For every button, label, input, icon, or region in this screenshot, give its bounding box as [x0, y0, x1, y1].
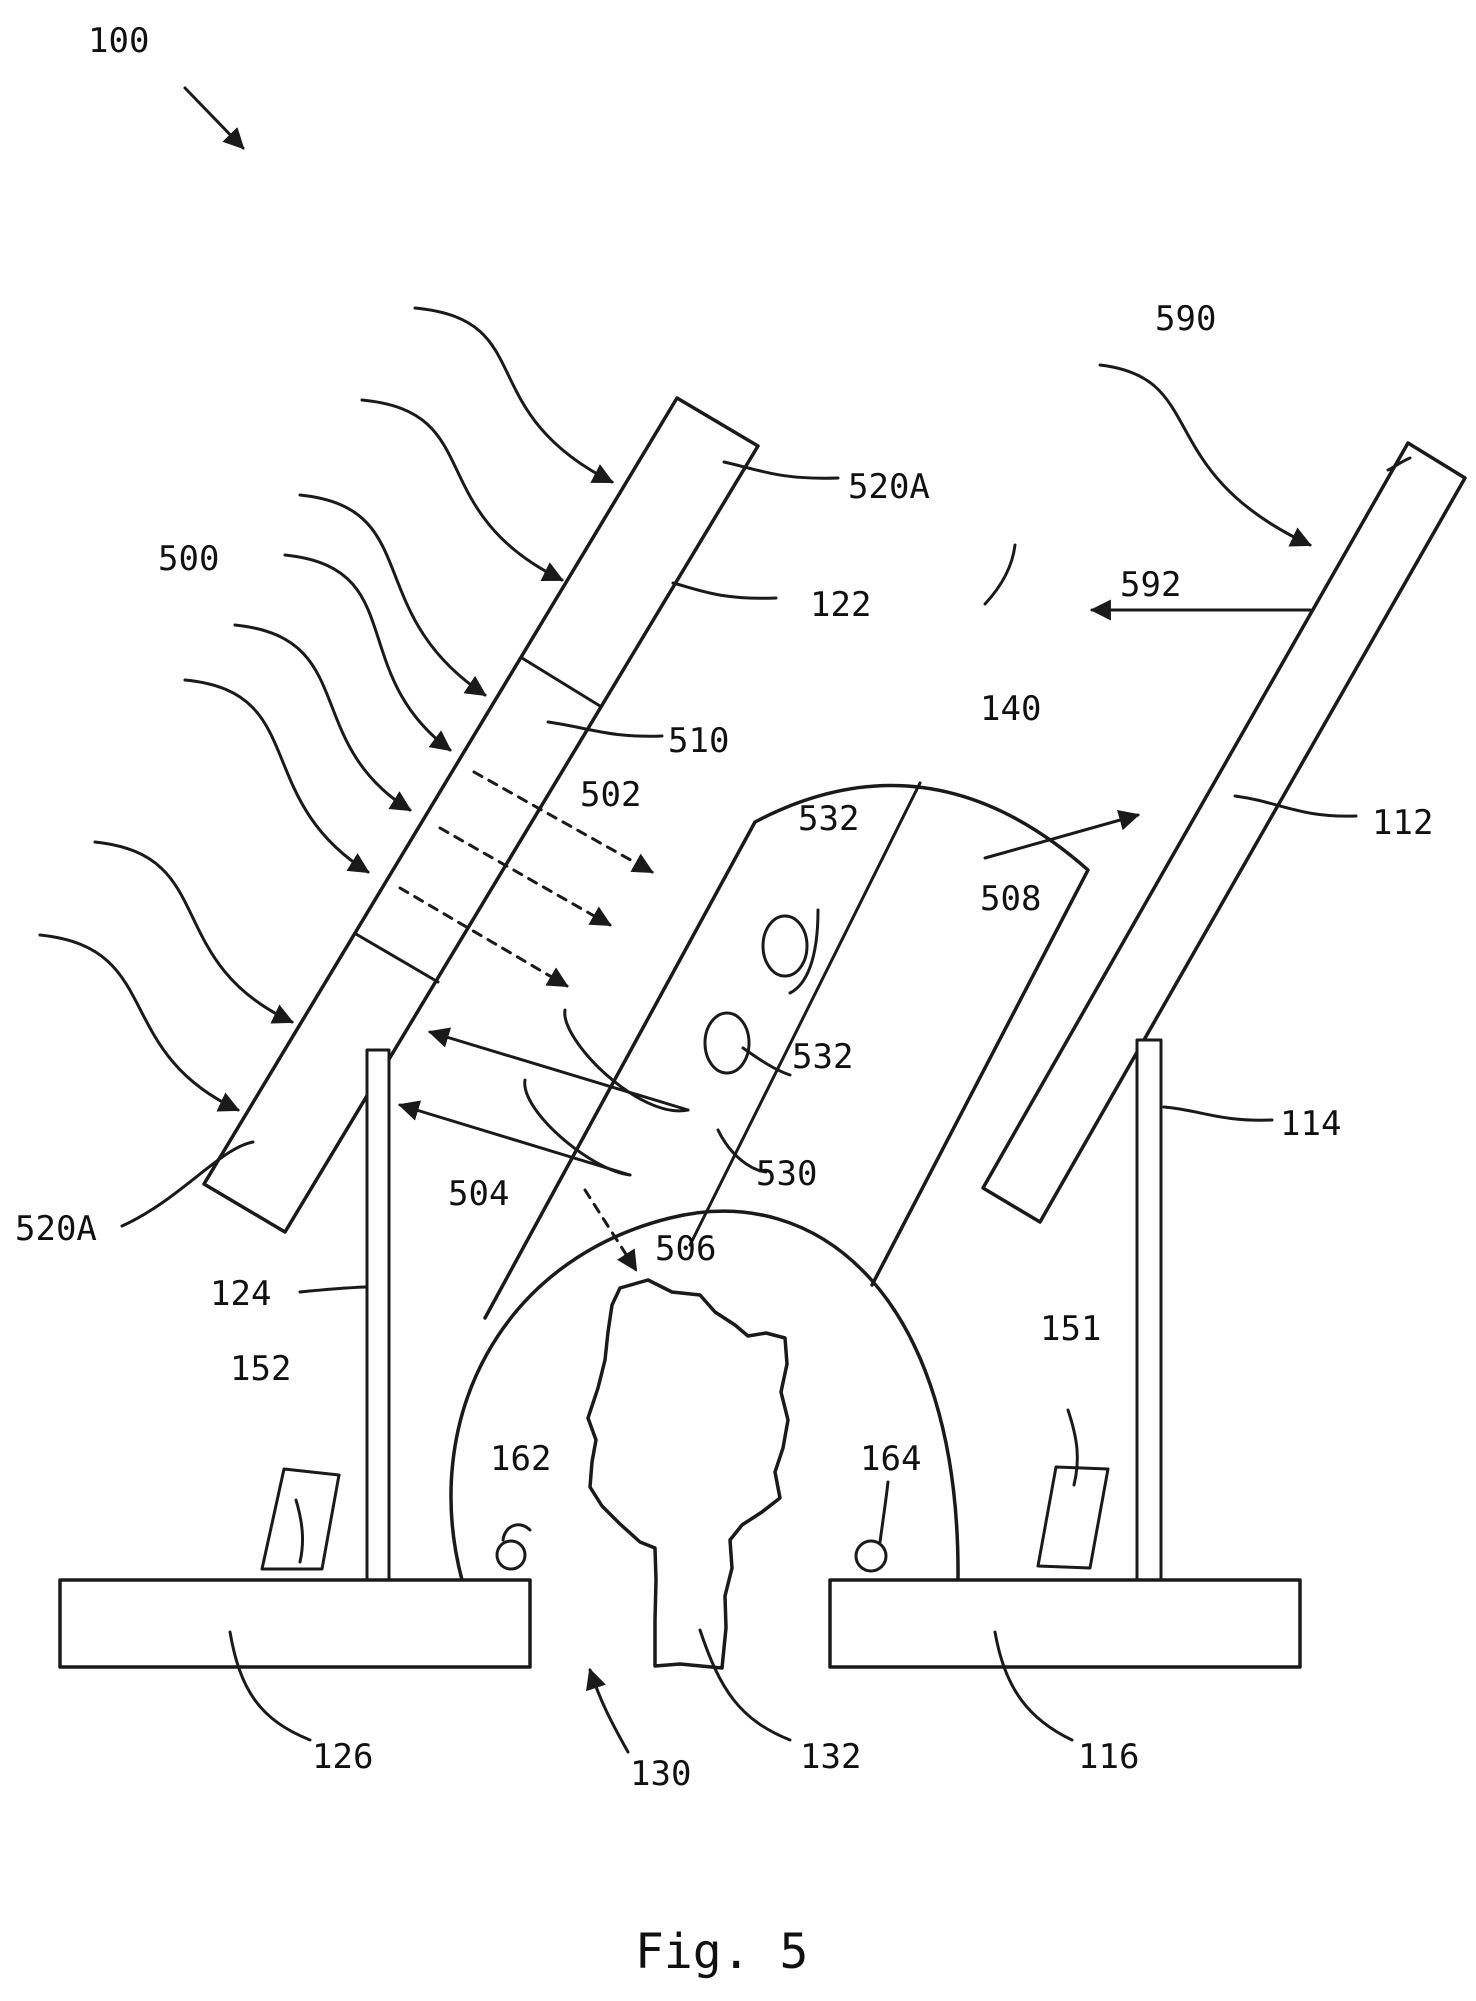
label-116: 116 — [1078, 1737, 1139, 1777]
label-130: 130 — [630, 1754, 691, 1794]
label-114: 114 — [1280, 1104, 1341, 1144]
wave-arrow — [415, 308, 612, 482]
sensor-162 — [497, 1541, 525, 1569]
label-590: 590 — [1155, 299, 1216, 339]
label-112: 112 — [1372, 803, 1433, 843]
label-126: 126 — [312, 1737, 373, 1777]
object-132 — [588, 1280, 788, 1668]
wave-arrow — [95, 842, 292, 1022]
label-520a-top: 520A — [848, 467, 930, 507]
support-post-124 — [367, 1050, 389, 1580]
wave-arrow — [362, 400, 562, 580]
label-124: 124 — [210, 1274, 271, 1314]
base-126 — [60, 1580, 530, 1667]
label-530: 530 — [756, 1154, 817, 1194]
housing-530 — [485, 783, 1088, 1318]
label-506: 506 — [655, 1229, 716, 1269]
label-508: 508 — [980, 879, 1041, 919]
label-140: 140 — [980, 689, 1041, 729]
sensor-164 — [856, 1541, 886, 1571]
figure-caption: Fig. 5 — [635, 1924, 808, 1980]
label-532-bottom: 532 — [792, 1037, 853, 1077]
label-162: 162 — [490, 1439, 551, 1479]
reflected-rays-504 — [400, 1010, 688, 1175]
ref-100-arrow — [185, 88, 243, 148]
label-510: 510 — [668, 721, 729, 761]
ray-508 — [985, 815, 1138, 858]
wave-arrow — [185, 680, 368, 872]
label-532-top: 532 — [798, 799, 859, 839]
aperture-532-bottom — [705, 1013, 749, 1073]
label-592: 592 — [1120, 565, 1181, 605]
label-164: 164 — [860, 1439, 921, 1479]
base-116 — [830, 1580, 1300, 1667]
label-502: 502 — [580, 775, 641, 815]
wave-arrow — [40, 935, 238, 1110]
support-post-114 — [1137, 1040, 1161, 1580]
label-500: 500 — [158, 539, 219, 579]
label-151: 151 — [1040, 1309, 1101, 1349]
label-100: 100 — [88, 21, 149, 61]
label-132: 132 — [800, 1737, 861, 1777]
light-151 — [1038, 1467, 1108, 1568]
wave-arrow — [285, 555, 450, 750]
wave-arrow-590 — [1100, 365, 1310, 545]
label-122: 122 — [810, 585, 871, 625]
wave-arrow — [300, 495, 485, 695]
label-520a-bottom: 520A — [15, 1209, 97, 1249]
label-504: 504 — [448, 1174, 509, 1214]
label-152: 152 — [230, 1349, 291, 1389]
aperture-532-top — [763, 916, 807, 976]
